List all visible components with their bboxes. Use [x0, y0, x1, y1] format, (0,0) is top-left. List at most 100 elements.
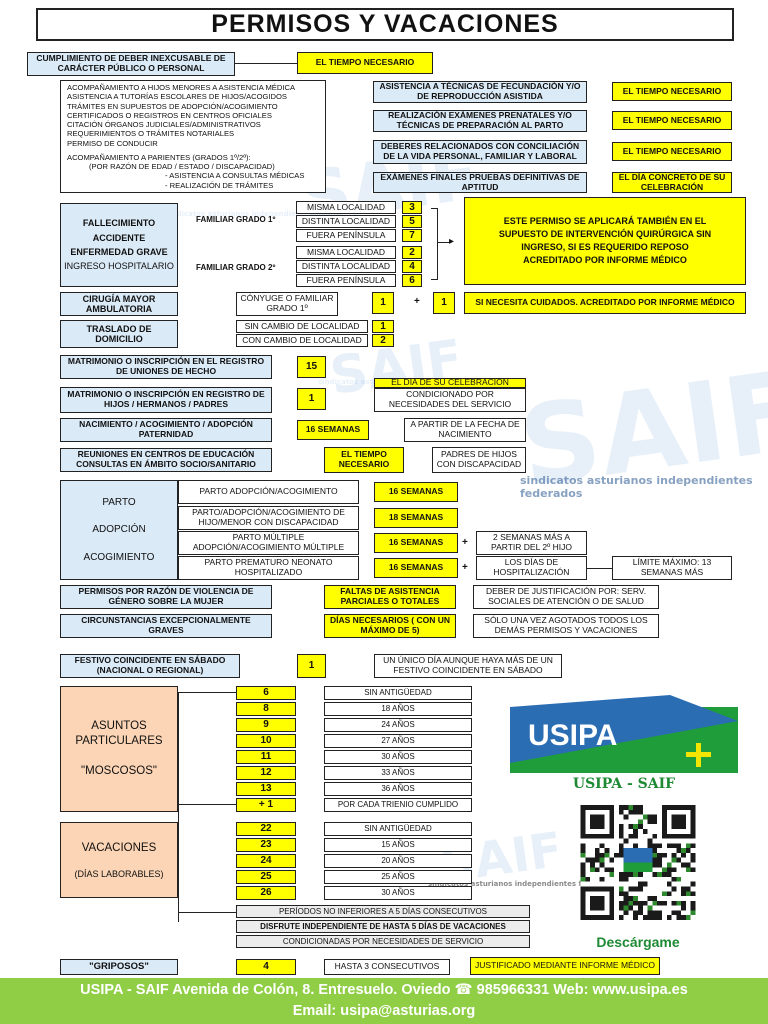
- matrimonio-hijos-label: MATRIMONIO O INSCRIPCIÓN EN REGISTRO DE …: [60, 387, 272, 413]
- deber-item: REQUERIMIENTOS O TRÁMITES NOTARIALES: [67, 129, 235, 139]
- arrow-line: [437, 242, 451, 243]
- excepcionales-value: DÍAS NECESARIOS ( CON UN MÁXIMO DE 5): [324, 614, 456, 638]
- loc-cell: MISMA LOCALIDAD: [296, 246, 396, 259]
- qr-code-icon[interactable]: [578, 805, 698, 920]
- vacaciones-note: DISFRUTE INDEPENDIENTE DE HASTA 5 DÍAS D…: [236, 920, 530, 933]
- watermark-text: sindicatos asturianos independientes fed…: [520, 474, 753, 500]
- label-enfermedad: ENFERMEDAD GRAVE: [70, 247, 168, 257]
- vacaciones-days-cell: 24: [236, 854, 296, 868]
- fallecimiento-label: FALLECIMIENTO ACCIDENTE ENFERMEDAD GRAVE…: [60, 203, 178, 287]
- loc-cell: FUERA PENÍNSULA: [296, 229, 396, 242]
- deber-value: EL TIEMPO NECESARIO: [297, 52, 433, 74]
- fecundacion-value: EL TIEMPO NECESARIO: [612, 82, 732, 101]
- qr-caption: Descárgame: [596, 934, 680, 950]
- matrimonio-days: 15: [297, 356, 326, 378]
- plus-sign: +: [462, 562, 468, 573]
- asuntos-desc-cell: 24 AÑOS: [324, 718, 472, 732]
- matrimonio-hijos-note-b: CONDICIONADO POR NECESIDADES DEL SERVICI…: [374, 388, 526, 412]
- vacaciones-days-cell: 23: [236, 838, 296, 852]
- vacaciones-days-cell: 26: [236, 886, 296, 900]
- traslado-row: SIN CAMBIO DE LOCALIDAD: [236, 320, 368, 333]
- vacaciones-title: VACACIONES: [81, 841, 157, 854]
- vacaciones-days-cell: 25: [236, 870, 296, 884]
- loc-cell: MISMA LOCALIDAD: [296, 201, 396, 214]
- asuntos-desc-cell: SIN ANTIGÜEDAD: [324, 686, 472, 700]
- matrimonio-label: MATRIMONIO O INSCRIPCIÓN EN EL REGISTRO …: [60, 355, 272, 379]
- asuntos-days-cell: + 1: [236, 798, 296, 812]
- matrimonio-hijos-days: 1: [297, 388, 326, 410]
- asuntos-title: ASUNTOS PARTICULARES: [75, 719, 163, 748]
- label-fallecimiento: FALLECIMIENTO: [82, 218, 156, 229]
- page-title: PERMISOS Y VACACIONES: [36, 8, 734, 41]
- footer-address: USIPA - SAIF Avenida de Colón, 8. Entres…: [80, 982, 688, 998]
- reuniones-value: EL TIEMPO NECESARIO: [324, 447, 404, 473]
- asuntos-desc-cell: POR CADA TRIENIO CUMPLIDO: [324, 798, 472, 812]
- prenatales-value: EL TIEMPO NECESARIO: [612, 111, 732, 130]
- parto-value: 16 SEMANAS: [374, 558, 458, 578]
- vacaciones-desc-cell: 30 AÑOS: [324, 886, 472, 900]
- footer-email[interactable]: Email: usipa@asturias.org: [292, 1003, 476, 1019]
- days-cell: 7: [402, 229, 422, 242]
- deber-item: ACOMPAÑAMIENTO A HIJOS MENORES A ASISTEN…: [67, 83, 296, 92]
- deber-label: CUMPLIMIENTO DE DEBER INEXCUSABLE DE CAR…: [27, 52, 235, 76]
- asuntos-desc-cell: 33 AÑOS: [324, 766, 472, 780]
- festivo-days: 1: [297, 654, 326, 678]
- reuniones-label: REUNIONES EN CENTROS DE EDUCACIÓN CONSUL…: [60, 448, 272, 472]
- deber-item: PERMISO DE CONDUCIR: [67, 138, 158, 148]
- nacimiento-label: NACIMIENTO / ACOGIMIENTO / ADOPCIÓN PATE…: [60, 418, 272, 442]
- asuntos-label: ASUNTOS PARTICULARES "MOSCOSOS": [60, 686, 178, 812]
- asuntos-desc-cell: 30 AÑOS: [324, 750, 472, 764]
- cirugia-days: 1: [372, 292, 394, 314]
- label-adopcion: ADOPCIÓN: [92, 524, 146, 536]
- traslado-row: CON CAMBIO DE LOCALIDAD: [236, 334, 368, 347]
- vacaciones-desc-cell: SIN ANTIGÜEDAD: [324, 822, 472, 836]
- griposos-desc: HASTA 3 CONSECUTIVOS: [324, 959, 450, 975]
- asuntos-desc-cell: 36 AÑOS: [324, 782, 472, 796]
- asuntos-desc-cell: 18 AÑOS: [324, 702, 472, 716]
- cirugia-label: CIRUGÍA MAYOR AMBULATORIA: [60, 292, 178, 316]
- excepcionales-label: CIRCUNSTANCIAS EXCEPCIONALMENTE GRAVES: [60, 614, 272, 638]
- vacaciones-desc-cell: 20 AÑOS: [324, 854, 472, 868]
- asuntos-days-cell: 13: [236, 782, 296, 796]
- fallecimiento-note: ESTE PERMISO SE APLICARÁ TAMBIÉN EN EL S…: [464, 197, 746, 285]
- excepcionales-note: SÓLO UNA VEZ AGOTADOS TODOS LOS DEMÁS PE…: [473, 614, 659, 638]
- bracket-line: [431, 279, 438, 280]
- violencia-value: FALTAS DE ASISTENCIA PARCIALES O TOTALES: [324, 585, 456, 609]
- traslado-days: 1: [372, 320, 394, 333]
- saif-watermark: SAIF: [512, 346, 768, 512]
- days-cell: 3: [402, 201, 422, 214]
- bracket-line: [178, 912, 236, 913]
- arrow-icon: ▸: [449, 236, 455, 247]
- days-cell: 5: [402, 215, 422, 228]
- griposos-label: "GRIPOSOS": [60, 959, 178, 975]
- conciliacion-value: EL TIEMPO NECESARIO: [612, 142, 732, 161]
- asuntos-days-cell: 9: [236, 718, 296, 732]
- deber-parientes-a: - ASISTENCIA A CONSULTAS MÉDICAS: [165, 171, 305, 181]
- griposos-note: JUSTIFICADO MEDIANTE INFORME MÉDICO: [470, 957, 660, 975]
- violencia-note: DEBER DE JUSTIFICACIÓN POR: SERV. SOCIAL…: [473, 585, 659, 609]
- footer: USIPA - SAIF Avenida de Colón, 8. Entres…: [0, 978, 768, 1024]
- cirugia-extra: 1: [433, 292, 455, 314]
- parto-value: 16 SEMANAS: [374, 482, 458, 502]
- deber-item: CERTIFICADOS O REGISTROS EN CENTROS OFIC…: [67, 110, 272, 120]
- connector: [235, 63, 297, 64]
- deber-item: CITACIÓN ÓRGANOS JUDICIALES/ADMINISTRATI…: [67, 120, 261, 129]
- days-cell: 2: [402, 246, 422, 259]
- parto-value: 16 SEMANAS: [374, 533, 458, 553]
- vacaciones-desc-cell: 15 AÑOS: [324, 838, 472, 852]
- bracket-line: [437, 208, 438, 280]
- vacaciones-label: VACACIONES (DÍAS LABORABLES): [60, 822, 178, 898]
- asuntos-desc-cell: 27 AÑOS: [324, 734, 472, 748]
- griposos-days: 4: [236, 959, 296, 975]
- plus-sign: +: [414, 296, 420, 307]
- deber-item: TRÁMITES EN SUPUESTOS DE ADOPCIÓN/ACOGIM…: [67, 101, 278, 111]
- asuntos-days-cell: 6: [236, 686, 296, 700]
- vacaciones-days-cell: 22: [236, 822, 296, 836]
- parto-extra: LOS DÍAS DE HOSPITALIZACIÓN: [476, 556, 587, 580]
- parto-row: PARTO ADOPCIÓN/ACOGIMIENTO: [178, 480, 359, 504]
- parto-row: PARTO MÚLTIPLE ADOPCIÓN/ACOGIMIENTO MÚLT…: [178, 531, 359, 555]
- loc-cell: DISTINTA LOCALIDAD: [296, 215, 396, 228]
- days-cell: 4: [402, 260, 422, 273]
- parto-extra: 2 SEMANAS MÁS A PARTIR DEL 2º HIJO: [476, 531, 587, 555]
